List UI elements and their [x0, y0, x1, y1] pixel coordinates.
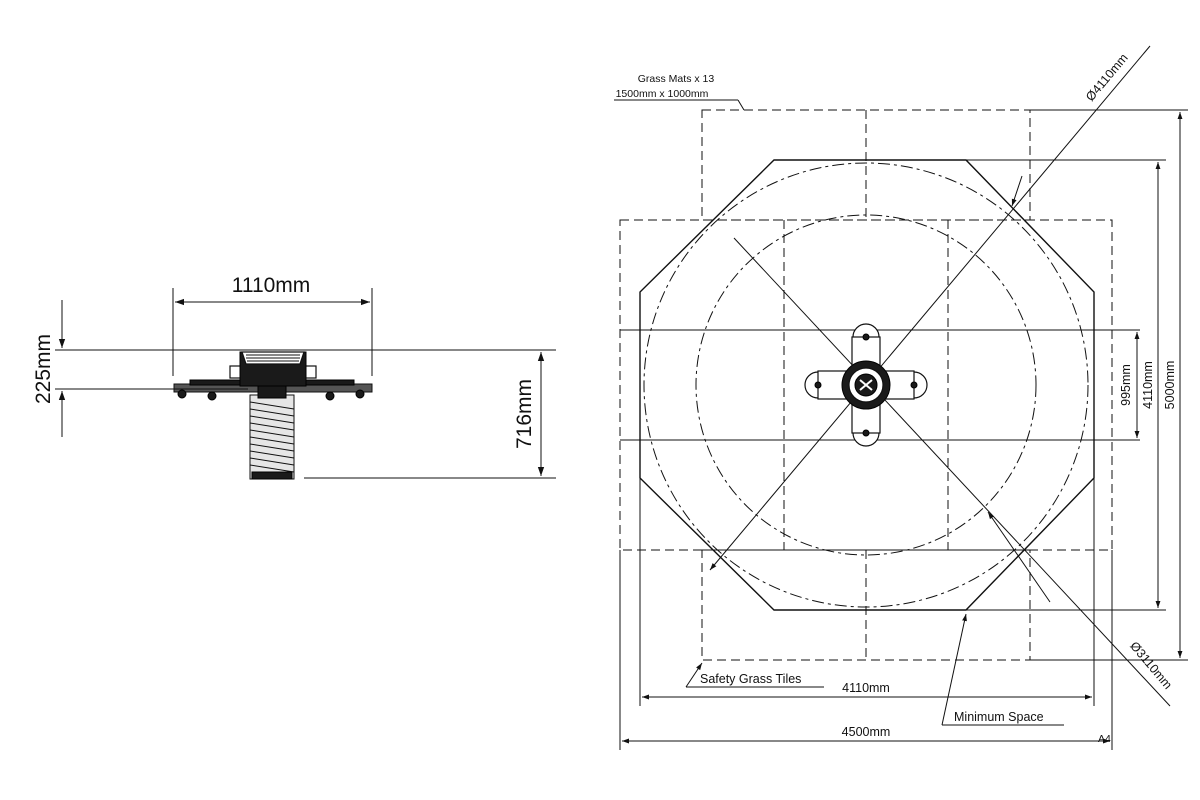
grass-mats-label: Grass Mats x 13	[638, 73, 715, 85]
side-view: 1110mm 225mm 716mm	[32, 274, 556, 480]
sheet-size-label: A4	[1098, 733, 1111, 745]
outer-diameter-line	[709, 45, 1151, 571]
minimum-space-label: Minimum Space	[954, 710, 1044, 724]
inner-diameter-label: Ø3110mm	[1127, 639, 1175, 692]
dim-4110-vertical-label: 4110mm	[1141, 361, 1155, 409]
dim-995-label: 995mm	[1119, 364, 1133, 406]
safety-grass-label: Safety Grass Tiles	[700, 672, 801, 686]
seat-height-label: 225mm	[32, 334, 55, 404]
rider-seat	[173, 351, 373, 401]
horizontal-dimensions: 4110mm 4500mm	[619, 478, 1113, 750]
outer-circle	[643, 162, 1089, 608]
dim-5000-label: 5000mm	[1163, 361, 1177, 410]
minimum-space-callout: Minimum Space	[941, 613, 1064, 726]
plan-view: 995mm 4110mm 5000mm 4110mm 4500mm Grass …	[614, 45, 1188, 750]
width-label: 1110mm	[232, 274, 311, 297]
dim-4110-horizontal-label: 4110mm	[842, 681, 890, 695]
total-height-label: 716mm	[513, 379, 536, 449]
seat-height-dimension: 225mm	[32, 300, 556, 437]
inner-circle	[695, 214, 1037, 556]
width-dimension: 1110mm	[172, 274, 373, 376]
dim-4500-label: 4500mm	[842, 725, 891, 739]
grass-mats-size-label: 1500mm x 1000mm	[616, 88, 709, 100]
spring-coil	[249, 394, 295, 480]
grass-mats-callout: Grass Mats x 13 1500mm x 1000mm	[614, 73, 745, 111]
safety-grass-callout: Safety Grass Tiles	[685, 662, 824, 688]
inner-diameter-line	[733, 237, 1171, 707]
vertical-dimensions: 995mm 4110mm 5000mm	[966, 109, 1188, 661]
total-height-dimension: 716mm	[304, 352, 556, 479]
rider-top-view	[804, 323, 928, 447]
